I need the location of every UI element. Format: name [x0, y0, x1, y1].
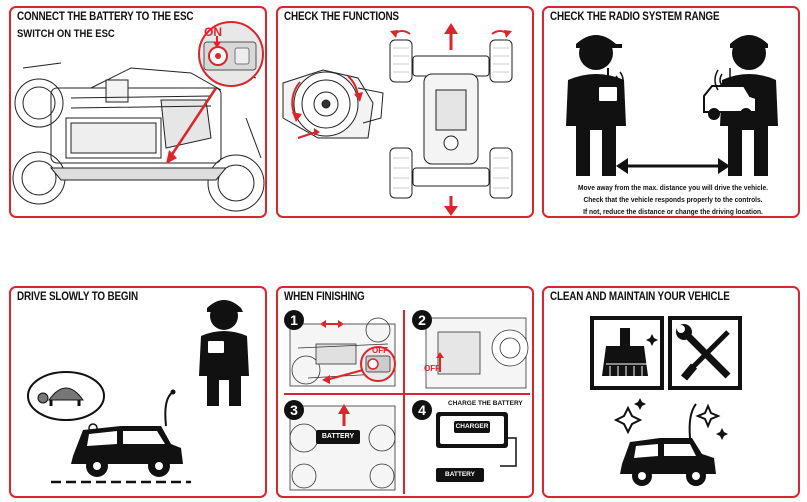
range-note-1: Move away from the max. distance you wil… [577, 183, 769, 192]
panel-check-functions: CHECK THE FUNCTIONS [276, 6, 534, 218]
panel-title: DRIVE SLOWLY TO BEGIN [17, 291, 138, 303]
panel-title: CHECK THE RADIO SYSTEM RANGE [550, 11, 720, 23]
step-number: 4 [412, 400, 432, 420]
charger-tag: CHARGER [454, 421, 490, 433]
step-number: 2 [412, 310, 432, 330]
panel-connect-battery: CONNECT THE BATTERY TO THE ESC SWITCH ON… [9, 6, 267, 218]
panel-clean-maintain: CLEAN AND MAINTAIN YOUR VEHICLE [542, 286, 800, 498]
clean-illustration [590, 316, 742, 486]
range-illustration [566, 35, 778, 176]
panel-drive-slowly: DRIVE SLOWLY TO BEGIN [9, 286, 267, 498]
truck-chassis-illustration: ON [12, 21, 265, 212]
on-label: ON [204, 25, 222, 39]
panel-title: WHEN FINISHING [284, 291, 365, 303]
brush-icon [590, 316, 664, 390]
battery-tag: BATTERY [316, 430, 360, 444]
panel-when-finishing: WHEN FINISHING [276, 286, 534, 498]
off-label: OFF [372, 346, 388, 355]
range-note-2: Check that the vehicle responds properly… [583, 195, 763, 204]
panel-title: CLEAN AND MAINTAIN YOUR VEHICLE [550, 291, 730, 303]
tools-icon [668, 316, 742, 390]
panel-subtitle: SWITCH ON THE ESC [17, 28, 115, 40]
panel-radio-range: CHECK THE RADIO SYSTEM RANGE Move away [542, 6, 800, 218]
step-number: 1 [284, 310, 304, 330]
functions-illustration [282, 23, 513, 216]
battery-tag-2: BATTERY [436, 468, 484, 482]
off-label: OFF [424, 364, 440, 373]
finishing-dividers [284, 310, 530, 494]
range-note-3: If not, reduce the distance or change th… [583, 207, 763, 216]
drive-illustration [27, 300, 249, 484]
panel-title: CONNECT THE BATTERY TO THE ESC [17, 11, 194, 23]
charge-title: CHARGE THE BATTERY [448, 400, 523, 407]
step-number: 3 [284, 400, 304, 420]
panel-title: CHECK THE FUNCTIONS [284, 11, 399, 23]
